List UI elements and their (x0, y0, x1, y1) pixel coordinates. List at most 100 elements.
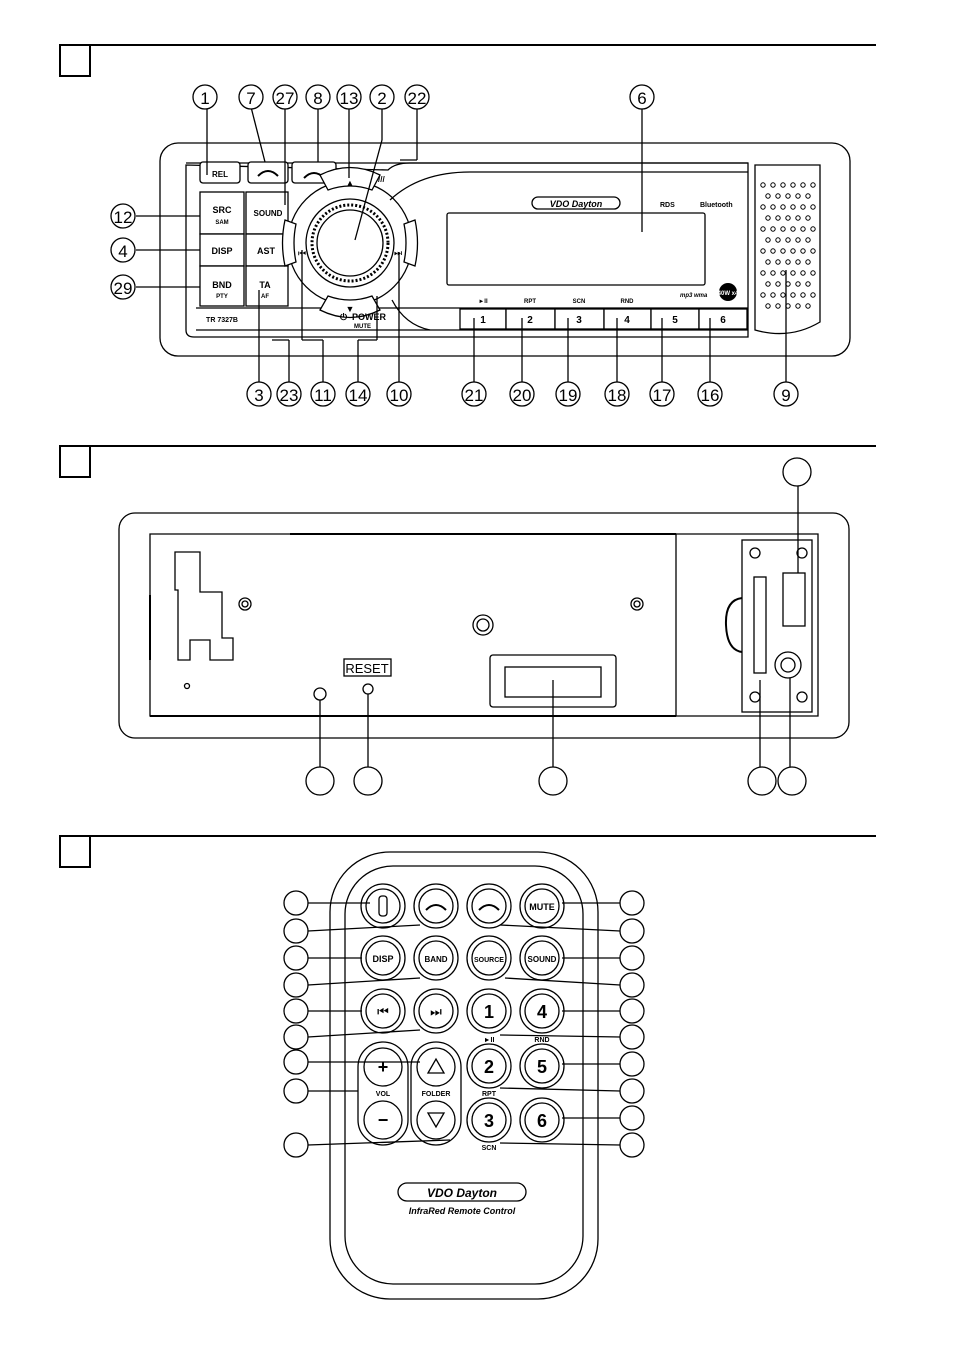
rel-button[interactable] (199, 161, 241, 184)
up-arrow-icon: ▲ (346, 178, 355, 188)
rel-label: REL (212, 170, 228, 179)
callout-number: 23 (280, 386, 299, 405)
key-5-button[interactable] (519, 1043, 565, 1089)
remote-body (329, 851, 599, 1300)
folder-rocker[interactable] (410, 1041, 462, 1146)
callout (619, 890, 645, 916)
callout-number: 4 (118, 242, 127, 261)
grille-hole (795, 259, 801, 265)
callout-number: 20 (513, 386, 532, 405)
grille-hole (790, 226, 796, 232)
src-label: SRC (212, 205, 232, 215)
grille-hole (800, 248, 806, 254)
mute-label: MUTE (354, 324, 371, 330)
callout (283, 945, 309, 971)
next-track-button[interactable] (413, 988, 459, 1034)
down-arrow-icon: ▼ (346, 304, 355, 314)
grille-hole (780, 292, 786, 298)
mute-button[interactable] (519, 883, 565, 929)
band-button[interactable] (413, 935, 459, 981)
reset-hole[interactable] (362, 683, 374, 695)
grille-hole (770, 182, 776, 188)
preset-1-label: 1 (480, 315, 486, 326)
remote-callouts-left (283, 890, 309, 1158)
usb-port[interactable] (782, 572, 806, 627)
grille-hole (790, 204, 796, 210)
preset-6-button[interactable] (698, 308, 748, 330)
callout (283, 1132, 309, 1158)
up-arrow-button[interactable] (319, 166, 381, 191)
callout (619, 1132, 645, 1158)
prev-track-button[interactable] (281, 219, 297, 267)
callout (538, 766, 568, 796)
preset-keys: 1 2 3 4 5 6 (459, 308, 748, 330)
callout-number: 19 (559, 386, 578, 405)
grille-hole (770, 204, 776, 210)
call-answer-button[interactable] (247, 161, 289, 184)
bnd-button[interactable] (199, 265, 245, 307)
vol-rocker[interactable] (357, 1041, 409, 1146)
callout (283, 1049, 309, 1075)
grille-hole (765, 281, 771, 287)
power-icon (378, 895, 388, 917)
key-2-button[interactable] (466, 1043, 512, 1089)
sd-card-slot[interactable] (753, 576, 767, 674)
mic-hole (313, 687, 327, 701)
reset-label[interactable]: RESET (345, 661, 388, 676)
plus-label: + (378, 1057, 389, 1077)
vol-up-button[interactable] (363, 1047, 403, 1087)
bnd-label: BND (212, 280, 232, 290)
grille-hole (805, 281, 811, 287)
next-track-icon: ⏭ (394, 248, 402, 258)
ta-button[interactable] (245, 265, 289, 307)
down-arrow-button[interactable] (319, 295, 381, 319)
grille-hole (775, 303, 781, 309)
call-answer-button[interactable] (413, 883, 459, 929)
power-icon: ⏻ (340, 312, 348, 322)
grille-hole (805, 303, 811, 309)
callout-number: 22 (408, 89, 427, 108)
source-button[interactable] (466, 935, 512, 981)
key-3-label: 3 (484, 1111, 494, 1131)
sound-label: SOUND (528, 955, 557, 964)
sound-button[interactable] (245, 191, 289, 235)
key-1-button[interactable] (466, 988, 512, 1034)
vol-down-button[interactable] (363, 1100, 403, 1140)
key-2-label: 2 (484, 1057, 494, 1077)
callout (283, 890, 309, 916)
key-6-button[interactable] (519, 1097, 565, 1143)
ast-label: AST (257, 246, 276, 256)
callout-number: 1 (200, 89, 209, 108)
callout-number: 21 (465, 386, 484, 405)
call-end-button[interactable] (466, 883, 512, 929)
grille-hole (790, 248, 796, 254)
sound-label: SOUND (254, 209, 283, 218)
src-button[interactable] (199, 191, 245, 235)
volume-knob-assembly[interactable]: ▲ ▼ ⏮ ⏭ (281, 166, 419, 319)
remote-callout-leaders (307, 902, 621, 1146)
next-track-button[interactable] (403, 219, 419, 267)
preset-label-scn: SCN (573, 299, 586, 305)
grille-hole (795, 215, 801, 221)
callouts-left: 12 4 29 (110, 203, 136, 300)
callout (345, 381, 371, 407)
callout (110, 274, 136, 300)
folder-up-button[interactable] (416, 1047, 456, 1087)
back-panel-figure: RESET (59, 445, 876, 796)
callouts-bottom: 3 23 11 14 10 21 20 19 18 17 16 9 (246, 381, 799, 407)
phone-answer-icon (257, 170, 279, 177)
folder-down-button[interactable] (416, 1100, 456, 1140)
callout-number: 3 (254, 386, 263, 405)
callout-number: 11 (314, 386, 332, 405)
ast-button[interactable] (245, 233, 289, 267)
key-3-button[interactable] (466, 1097, 512, 1143)
preset-label-rnd: RND (621, 299, 635, 305)
callout-number: 8 (313, 89, 322, 108)
callout (619, 945, 645, 971)
grille-hole (810, 248, 816, 254)
aux-jack[interactable] (774, 651, 802, 679)
grille-hole (770, 292, 776, 298)
sd-card (724, 597, 743, 653)
power-button[interactable] (360, 883, 406, 929)
